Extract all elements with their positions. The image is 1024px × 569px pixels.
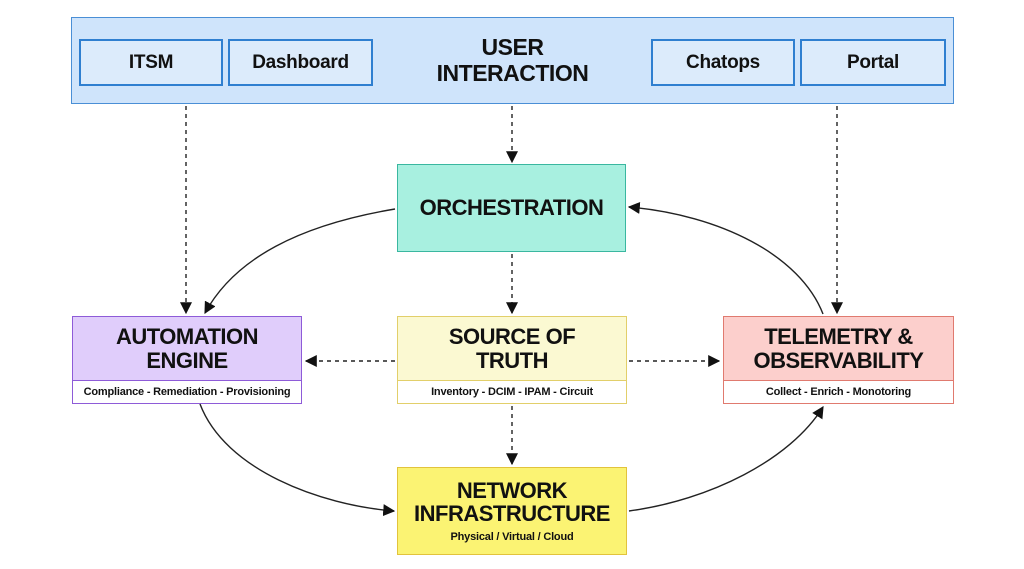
telemetry-box: TELEMETRY & OBSERVABILITY Collect - Enri… (723, 316, 954, 404)
portal-box: Portal (800, 39, 946, 86)
source-of-truth-box: SOURCE OF TRUTH Inventory - DCIM - IPAM … (397, 316, 627, 404)
orchestration-title: ORCHESTRATION (419, 195, 604, 221)
arrow-telemetry-to-orchestration (627, 201, 824, 315)
automation-engine-subtitle: Compliance - Remediation - Provisioning (83, 386, 291, 398)
telemetry-title: TELEMETRY & OBSERVABILITY (753, 324, 924, 373)
orchestration-box: ORCHESTRATION (397, 164, 626, 252)
network-infrastructure-subtitle: Physical / Virtual / Cloud (450, 531, 574, 544)
network-infrastructure-box: NETWORK INFRASTRUCTURE Physical / Virtua… (397, 467, 627, 555)
arrow-network-to-telemetry (628, 405, 824, 512)
arrow-orchestration-to-automation (204, 208, 396, 315)
source-of-truth-subtitle: Inventory - DCIM - IPAM - Circuit (431, 386, 593, 398)
source-of-truth-title: SOURCE OF TRUTH (448, 324, 576, 373)
network-infrastructure-title: NETWORK INFRASTRUCTURE (414, 477, 610, 526)
itsm-box: ITSM (79, 39, 223, 86)
chatops-box: Chatops (651, 39, 795, 86)
user-interaction-title: USER INTERACTION (436, 34, 589, 87)
telemetry-subtitle: Collect - Enrich - Monotoring (765, 386, 912, 398)
automation-engine-box: AUTOMATION ENGINE Compliance - Remediati… (72, 316, 302, 404)
arrow-automation-to-network (199, 403, 396, 517)
dashboard-box: Dashboard (228, 39, 373, 86)
automation-engine-title: AUTOMATION ENGINE (115, 324, 259, 373)
